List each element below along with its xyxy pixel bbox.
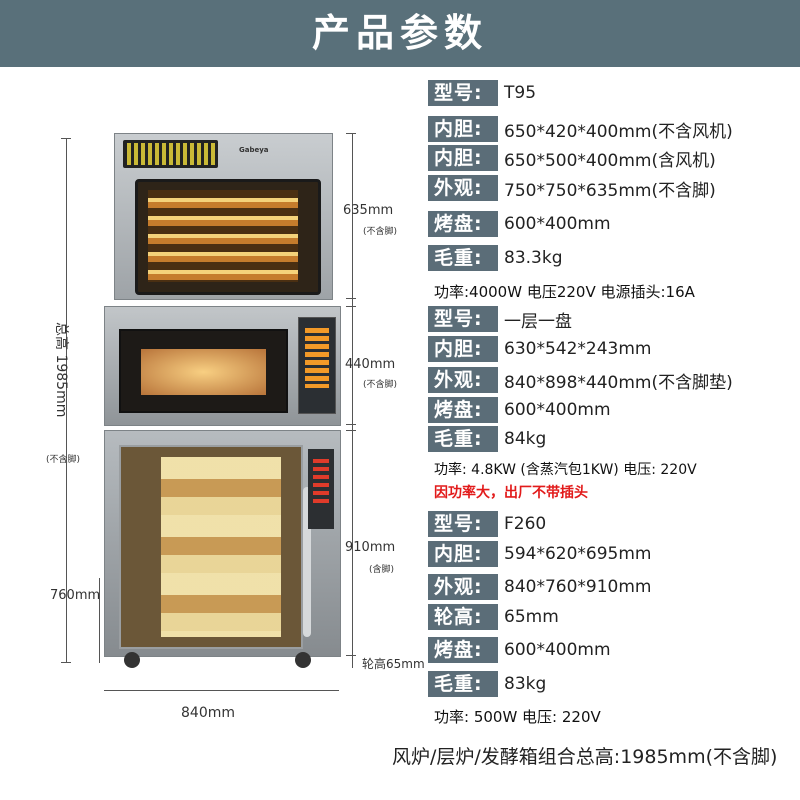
spec-row-deck-inner: 内胆: 630*542*243mm [428,335,651,363]
spec-value: 840*898*440mm(不含脚垫) [504,372,733,393]
proofer-control-panel [308,449,334,529]
dimension-tick [346,655,356,656]
spec-value: 650*420*400mm(不含风机) [504,121,733,142]
spec-row-deck-tray: 烤盘: 600*400mm [428,396,611,424]
height-910-label: 910mm [345,540,396,555]
spec-label: 烤盘: [428,637,498,663]
total-height-label: 总高 1985mm [53,322,69,418]
combined-height-summary: 风炉/层炉/发酵箱组合总高:1985mm(不含脚) [392,746,778,768]
brand-logo: Gabeya [239,146,269,154]
height-760-label: 760mm [50,588,101,603]
dimension-tick [61,138,71,139]
dimension-tick [61,662,71,663]
right-dimension-line [352,133,353,668]
f260-power-note: 功率: 500W 电压: 220V [434,708,601,726]
total-height-line [66,138,67,663]
spec-label: 型号: [428,511,498,537]
spec-label: 毛重: [428,671,498,697]
spec-value: 600*400mm [504,214,611,234]
spec-row-f260-inner: 内胆: 594*620*695mm [428,540,651,568]
proofer-cabinet [104,430,341,657]
spec-row-deck-weight: 毛重: 84kg [428,425,546,453]
spec-value: 83.3kg [504,248,563,268]
wheel-icon [295,652,311,668]
spec-label: 型号: [428,306,498,332]
spec-value: 630*542*243mm [504,339,652,359]
spec-value: 83kg [504,674,547,694]
spec-label: 外观: [428,367,498,393]
dimension-tick [346,306,356,307]
header-bar: 产品参数 [0,0,800,67]
spec-row-f260-weight: 毛重: 83kg [428,670,546,698]
spec-row-deck-outer: 外观: 840*898*440mm(不含脚垫) [428,366,733,394]
deck-window [119,329,288,413]
spec-row-t95-inner2: 内胆: 650*500*400mm(含风机) [428,144,716,172]
spec-value: 84kg [504,429,547,449]
dimension-tick [346,298,356,299]
spec-label: 轮高: [428,604,498,630]
total-height-note: (不含脚) [46,455,81,465]
spec-value: T95 [504,83,537,103]
spec-row-f260-model: 型号: F260 [428,510,546,538]
spec-value: 594*620*695mm [504,544,652,564]
proofer-glass-door [119,445,311,649]
spec-label: 外观: [428,574,498,600]
spec-label: 型号: [428,80,498,106]
spec-row-t95-weight: 毛重: 83.3kg [428,244,563,272]
t95-power-note: 功率:4000W 电压220V 电源插头:16A [434,283,695,301]
oven-window [135,179,321,295]
spec-value: 840*760*910mm [504,577,652,597]
spec-label: 烤盘: [428,211,498,237]
spec-row-deck-model: 型号: 一层一盘 [428,305,572,333]
deck-oven [104,306,341,426]
spec-value: 750*750*635mm(不含脚) [504,180,716,201]
height-440-note: (不含脚) [363,380,398,390]
spec-row-t95-outer: 外观: 750*750*635mm(不含脚) [428,174,716,202]
spec-value: 600*400mm [504,640,611,660]
convection-oven: Gabeya [114,133,333,300]
spec-label: 烤盘: [428,397,498,423]
height-440-label: 440mm [345,357,396,372]
page-title: 产品参数 [311,11,488,55]
spec-label: 毛重: [428,245,498,271]
spec-label: 内胆: [428,541,498,567]
deck-power-note: 功率: 4.8KW (含蒸汽包1KW) 电压: 220V [434,462,697,478]
width-840-label: 840mm [181,705,235,721]
spec-label: 内胆: [428,145,498,171]
spec-value: 65mm [504,607,559,627]
height-760-line [99,578,100,663]
wheel-icon [124,652,140,668]
wheel-height-label: 轮高65mm [362,657,425,671]
spec-value: F260 [504,514,547,534]
spec-value: 600*400mm [504,400,611,420]
spec-row-f260-wheel: 轮高: 65mm [428,603,559,631]
height-635-label: 635mm [343,203,394,218]
spec-row-t95-inner1: 内胆: 650*420*400mm(不含风机) [428,115,733,143]
spec-value: 一层一盘 [504,311,572,332]
height-910-note: (含脚) [369,565,395,575]
spec-value: 650*500*400mm(含风机) [504,150,716,171]
spec-label: 毛重: [428,426,498,452]
deck-plug-warning: 因功率大，出厂不带插头 [434,485,588,501]
spec-row-f260-tray: 烤盘: 600*400mm [428,636,611,664]
spec-row-t95-tray: 烤盘: 600*400mm [428,210,611,238]
spec-label: 内胆: [428,116,498,142]
spec-row-t95-model: 型号: T95 [428,79,536,107]
control-panel [123,140,218,168]
dimension-tick [346,424,356,425]
spec-label: 外观: [428,175,498,201]
spec-label: 内胆: [428,336,498,362]
dimension-tick [346,430,356,431]
spec-row-f260-outer: 外观: 840*760*910mm [428,573,651,601]
dimension-tick [346,133,356,134]
deck-control-panel [298,317,336,414]
width-line [104,690,339,691]
height-635-note: (不含脚) [363,227,398,237]
